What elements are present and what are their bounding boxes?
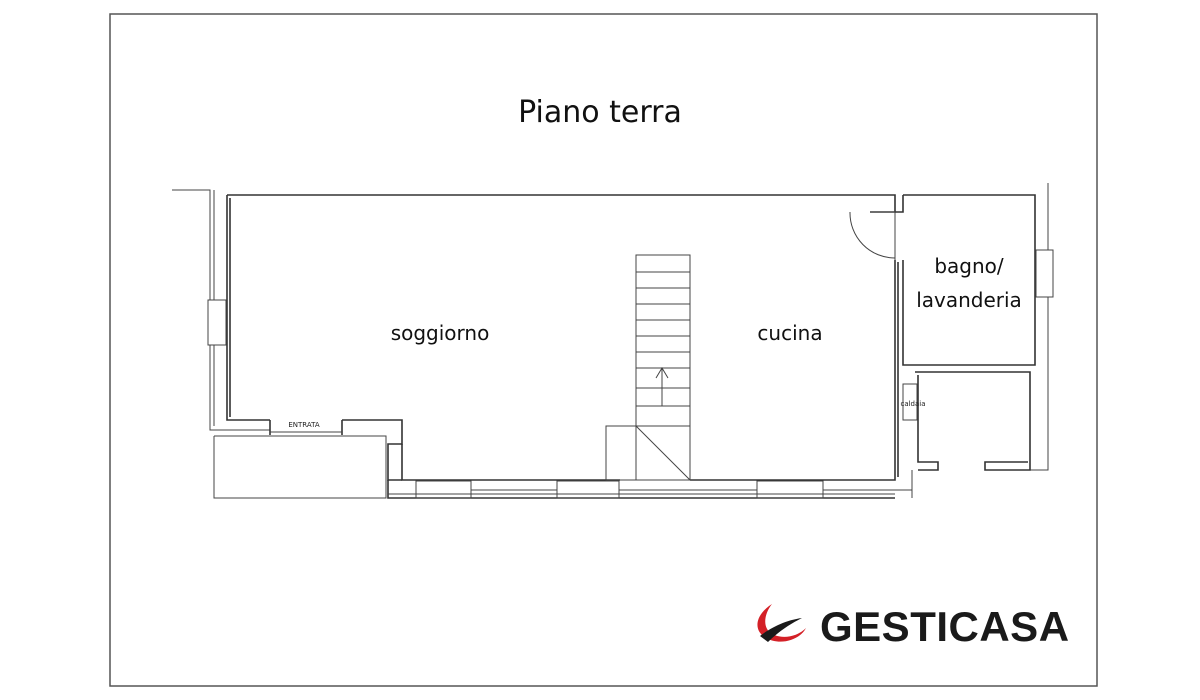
room-label-bath-line1: bagno/: [934, 254, 1004, 278]
walls: [172, 183, 1054, 499]
gesticasa-logo: GESTICASA: [757, 603, 1069, 650]
entrance-label: ENTRATA: [288, 421, 319, 429]
boiler-label: caldaia: [900, 400, 925, 408]
brand-name: GESTICASA: [820, 603, 1070, 650]
plan-title: Piano terra: [518, 95, 682, 130]
room-label-living: soggiorno: [391, 321, 490, 345]
room-label-bath-line2: lavanderia: [916, 288, 1022, 312]
swoosh-icon: [757, 604, 806, 642]
room-label-kitchen: cucina: [757, 321, 822, 345]
page-frame: [109, 13, 1098, 687]
